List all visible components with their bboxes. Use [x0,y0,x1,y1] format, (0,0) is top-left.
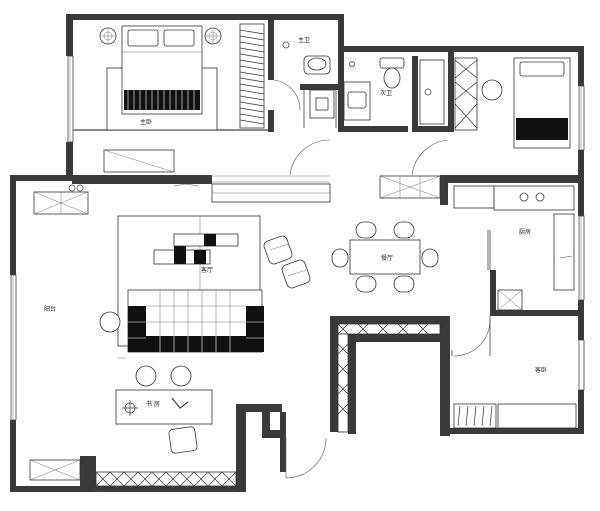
floor-drain-icon [282,41,290,49]
windows [10,55,585,492]
second-bath: 次卫 [338,52,448,132]
dining-room: 餐厅 [331,221,439,293]
entry [95,323,453,487]
corridor [173,139,331,203]
room-label-balcony: 阳台 [44,305,56,313]
door-swing-icon [173,183,199,187]
door-swing-icon [289,139,331,176]
floor-drain-icon [424,88,432,96]
room-label-master-bath: 主卫 [298,36,310,44]
door-swing-icon [453,319,491,357]
living-room: 客厅 [99,215,311,359]
master-bedroom: 主卧 [73,20,274,173]
outer-walls [10,14,584,492]
room-label-guest-bedroom: 客卧 [535,366,547,374]
room-label-master-bedroom: 主卧 [140,118,152,126]
bedroom-top-right [411,52,571,176]
balcony: 阳台 [29,184,89,481]
study: 书 房 [115,365,213,454]
room-label-study: 书 房 [146,400,160,408]
door-swing-icon [411,139,449,176]
door-swing-icon [285,437,327,479]
door-swing-icon [273,79,301,111]
floor-drain-icon [349,61,355,67]
room-label-second-bath: 次卫 [380,89,392,97]
room-label-dining-room: 餐厅 [381,254,393,262]
guest-bedroom: 客卧 [453,316,577,429]
room-label-living-room: 客厅 [201,266,213,274]
kitchen: 厨房 [379,175,575,311]
master-bath: 主卫 [273,36,340,128]
room-label-kitchen: 厨房 [519,228,531,236]
